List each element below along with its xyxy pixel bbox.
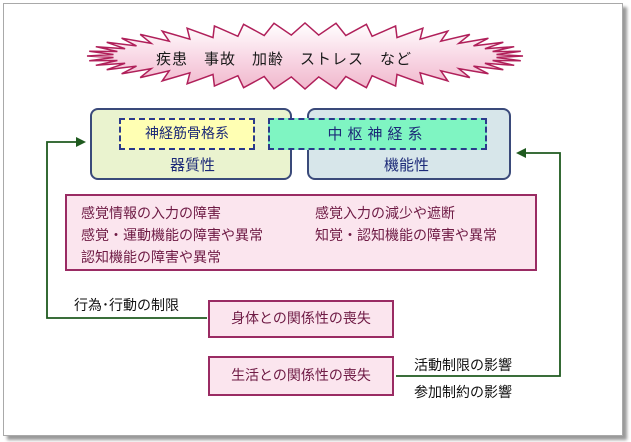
banner-text: 疾患 事故 加齢 ストレス など (156, 50, 413, 68)
impairment-left-1: 感覚情報の入力の障害 (81, 206, 221, 222)
banner-starburst (86, 21, 524, 91)
functional-label: 機能性 (384, 156, 430, 174)
impairments-box: 感覚情報の入力の障害 感覚・運動機能の障害や異常 認知機能の障害や異常 感覚入力… (65, 194, 537, 271)
right-loop-arrow (396, 148, 561, 377)
life-relation-box: 生活との関係性の喪失 (208, 356, 394, 396)
impairment-left-3: 認知機能の障害や異常 (81, 250, 221, 266)
right-loop-label-2: 参加制約の影響 (414, 385, 512, 401)
impairment-right-2: 知覚・認知機能の障害や異常 (315, 228, 497, 244)
impairment-left-2: 感覚・運動機能の障害や異常 (81, 228, 263, 244)
body-relation-box: 身体との関係性の喪失 (208, 300, 394, 338)
cns-box: 中枢神経系 (268, 118, 487, 150)
organic-label: 器質性 (170, 156, 216, 174)
impairment-right-1: 感覚入力の減少や遮断 (315, 206, 455, 222)
left-loop-arrow (46, 137, 207, 319)
right-loop-label-1: 活動制限の影響 (414, 358, 512, 374)
left-loop-label: 行為･行動の制限 (74, 298, 179, 314)
musculoskeletal-box: 神経筋骨格系 (119, 118, 255, 150)
